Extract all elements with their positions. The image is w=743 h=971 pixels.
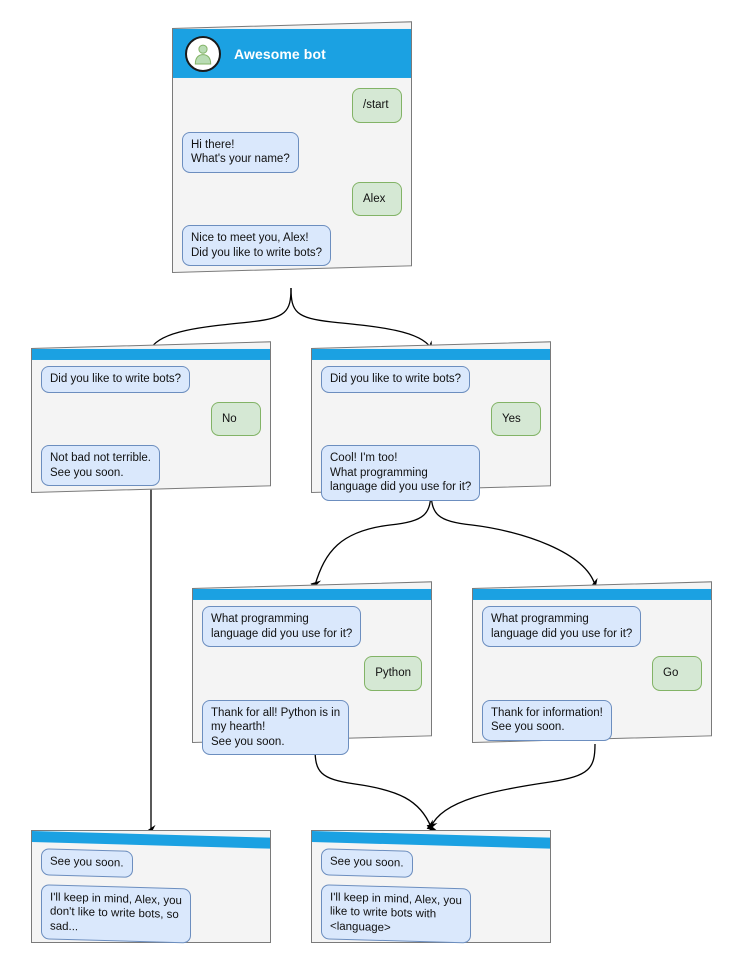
chat-body-root: /start Hi there! What's your name? Alex … [173, 78, 411, 266]
bot-message-bubble: Thank for all! Python is in my hearth! S… [202, 699, 350, 755]
person-avatar-icon [185, 35, 221, 72]
message-row: Hi there! What's your name? [182, 131, 402, 173]
bot-message-bubble: See you soon. [41, 848, 133, 878]
bot-message-bubble: Hi there! What's your name? [182, 131, 299, 173]
bot-message-bubble: I'll keep in mind, Alex, you don't like … [41, 883, 191, 944]
message-row: See you soon. [321, 848, 541, 881]
user-message-bubble: No [211, 401, 261, 436]
message-row: Did you like to write bots? [41, 365, 261, 393]
bot-message-bubble: Nice to meet you, Alex! Did you like to … [182, 224, 332, 266]
chat-header-strip [312, 348, 550, 360]
message-row: Did you like to write bots? [321, 365, 541, 393]
bot-message-bubble: What programming language did you use fo… [202, 605, 362, 647]
bot-message-bubble: Thank for information! See you soon. [482, 699, 612, 741]
message-row: See you soon. [41, 848, 261, 881]
message-row: No [41, 401, 261, 436]
chat-node-end-sad[interactable]: See you soon. I'll keep in mind, Alex, y… [31, 830, 271, 946]
message-row: What programming language did you use fo… [202, 605, 422, 647]
chat-header-strip [193, 588, 431, 600]
bot-message-bubble: Cool! I'm too! What programming language… [321, 444, 481, 501]
message-row: What programming language did you use fo… [482, 605, 702, 647]
chat-node-go-branch[interactable]: What programming language did you use fo… [472, 581, 712, 743]
chat-node-root[interactable]: Awesome bot /start Hi there! What's your… [172, 21, 412, 274]
chat-body-yes: Did you like to write bots? Yes Cool! I'… [312, 360, 550, 501]
chat-node-python-branch[interactable]: What programming language did you use fo… [192, 581, 432, 755]
user-message-bubble: Go [652, 655, 702, 691]
bot-message-bubble: Did you like to write bots? [321, 365, 471, 393]
chat-body-no: Did you like to write bots? No Not bad n… [32, 360, 270, 486]
chat-header-strip [473, 588, 711, 600]
message-row: Yes [321, 401, 541, 436]
message-row: Not bad not terrible. See you soon. [41, 444, 261, 486]
message-row: I'll keep in mind, Alex, you don't like … [41, 883, 261, 946]
chat-title: Awesome bot [234, 45, 326, 62]
message-row: Go [482, 655, 702, 691]
chat-node-yes-branch[interactable]: Did you like to write bots? Yes Cool! I'… [311, 341, 551, 501]
chat-body-python: What programming language did you use fo… [193, 600, 431, 755]
chat-body-go: What programming language did you use fo… [473, 600, 711, 741]
message-row: Nice to meet you, Alex! Did you like to … [182, 224, 402, 266]
chat-body-end-happy: See you soon. I'll keep in mind, Alex, y… [312, 842, 550, 946]
message-row: Thank for all! Python is in my hearth! S… [202, 699, 422, 755]
message-row: /start [182, 87, 402, 123]
bot-message-bubble: I'll keep in mind, Alex, you like to wri… [321, 883, 471, 944]
user-message-bubble: Alex [352, 181, 402, 216]
message-row: Alex [182, 181, 402, 216]
chat-body-end-sad: See you soon. I'll keep in mind, Alex, y… [32, 842, 270, 946]
user-message-bubble: Python [364, 655, 422, 691]
chat-node-end-happy[interactable]: See you soon. I'll keep in mind, Alex, y… [311, 830, 551, 946]
message-row: Thank for information! See you soon. [482, 699, 702, 741]
bot-message-bubble: Not bad not terrible. See you soon. [41, 444, 161, 486]
user-message-bubble: /start [352, 87, 402, 123]
bot-message-bubble: What programming language did you use fo… [482, 605, 642, 647]
message-row: I'll keep in mind, Alex, you like to wri… [321, 883, 541, 946]
bot-message-bubble: Did you like to write bots? [41, 365, 191, 393]
chat-header: Awesome bot [173, 28, 411, 78]
message-row: Python [202, 655, 422, 691]
bot-message-bubble: See you soon. [321, 848, 413, 878]
chat-node-no-branch[interactable]: Did you like to write bots? No Not bad n… [31, 341, 271, 493]
message-row: Cool! I'm too! What programming language… [321, 444, 541, 501]
user-message-bubble: Yes [491, 401, 541, 436]
chat-header-strip [32, 348, 270, 360]
